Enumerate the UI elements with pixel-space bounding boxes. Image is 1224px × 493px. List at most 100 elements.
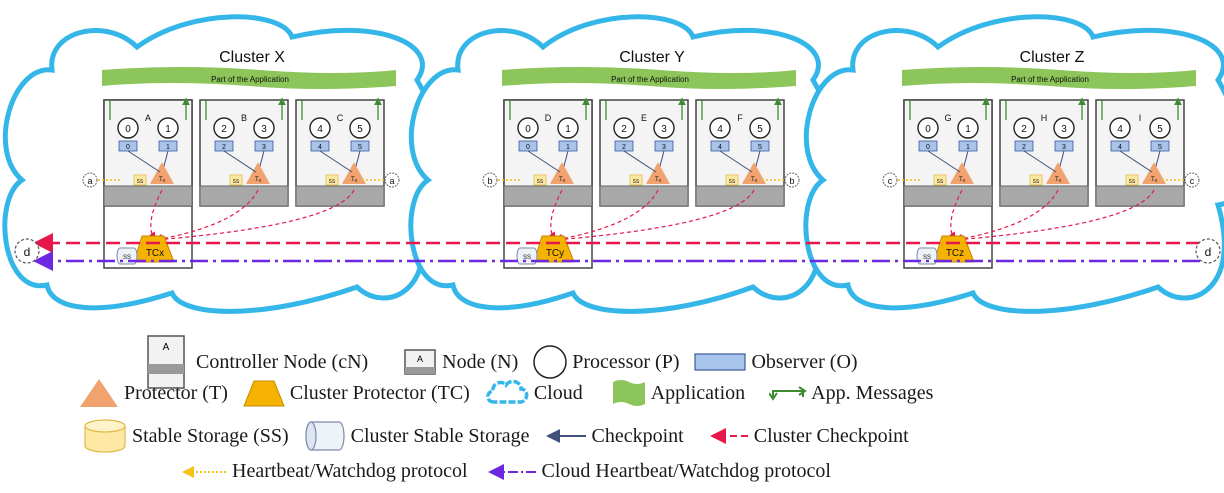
cluster-checkpoint-line [552, 189, 755, 245]
legend-app-messages: App. Messages [769, 382, 933, 405]
cluster-checkpoint-line [952, 189, 1155, 245]
edge-marker [784, 172, 800, 188]
checkpoint-line [927, 150, 961, 173]
edge-label: a [389, 176, 394, 186]
observer-label: 5 [358, 144, 362, 151]
legend-heartbeat: Heartbeat/Watchdog protocol [180, 460, 468, 483]
legend-cluster-checkpoint: Cluster Checkpoint [708, 425, 909, 448]
processor [1149, 117, 1171, 139]
node-rack [1095, 185, 1185, 207]
cluster-protector-label: TCx [146, 248, 164, 259]
legend-cloud-heartbeat: Cloud Heartbeat/Watchdog protocol [486, 460, 831, 483]
edge-label: a [87, 176, 92, 186]
legend-row-1: A Controller Node (cN) A Node (N) Proces… [140, 334, 872, 390]
cluster-title: Cluster Z [1020, 49, 1085, 66]
observer-label: 4 [318, 144, 322, 151]
protector [150, 162, 174, 184]
processor [749, 117, 771, 139]
legend-protector-label: Protector (T) [124, 381, 228, 404]
processor-label: 2 [221, 124, 227, 135]
cluster-stable-storage [916, 247, 938, 265]
cluster-stable-storage-label: SS [123, 255, 131, 261]
checkpoint-line [719, 150, 753, 173]
protector-label: Tₐ [655, 177, 662, 183]
protector-label: Tₐ [159, 177, 166, 183]
stable-storage [229, 174, 243, 186]
protector-label: Tₐ [1151, 177, 1158, 183]
cluster-checkpoint-line [152, 189, 259, 244]
legend-cluster-stable-storage-label: Cluster Stable Storage [350, 424, 530, 447]
stable-storage [933, 174, 947, 186]
legend-node: A Node (N) [402, 347, 518, 377]
stable-storage [725, 174, 739, 186]
node-rack [903, 185, 993, 207]
stable-storage [325, 174, 339, 186]
checkpoint-line [1059, 150, 1065, 167]
observer-label: 5 [1158, 144, 1162, 151]
observer-label: 1 [966, 144, 970, 151]
processor [709, 117, 731, 139]
app-messages-icon [769, 386, 807, 401]
cluster-protector-icon [243, 380, 285, 407]
cluster-stable-storage-icon [305, 421, 345, 451]
checkpoint-line [1155, 150, 1161, 167]
checkpoint-line [563, 150, 569, 167]
protector [646, 162, 670, 184]
legend-cluster-checkpoint-label: Cluster Checkpoint [753, 424, 909, 447]
processor-label: 4 [317, 124, 323, 135]
legend-row-3: Stable Storage (SS) Cluster Stable Stora… [82, 418, 923, 454]
svg-text:A: A [417, 354, 423, 364]
app-message-arrow [205, 100, 282, 120]
processor-label: 4 [717, 124, 723, 135]
processor-label: 4 [1117, 124, 1123, 135]
edge-label: c [1190, 176, 1195, 186]
observer-label: 0 [926, 144, 930, 151]
node-rack [999, 185, 1089, 207]
app-message-arrow [1005, 100, 1082, 120]
observer-label: 0 [526, 144, 530, 151]
processor [517, 117, 539, 139]
stable-storage-label: SS [1129, 179, 1136, 185]
protector-label: Tₐ [559, 177, 566, 183]
processor-icon [533, 345, 568, 379]
protector-label: Tₐ [351, 177, 358, 183]
cluster-checkpoint-line [952, 189, 1059, 244]
application-label: Part of the Application [611, 75, 689, 84]
processor-label: 0 [125, 124, 131, 135]
processor-label: 1 [565, 124, 571, 135]
cloud-heartbeat-arrow-icon [487, 463, 536, 480]
protector-label: Tₐ [255, 177, 262, 183]
protector [246, 162, 270, 184]
processor-label: 5 [357, 124, 363, 135]
legend-app-messages-label: App. Messages [811, 381, 934, 404]
checkpoint-line [963, 150, 969, 167]
node-rack [503, 185, 593, 207]
stable-storage-label: SS [233, 179, 240, 185]
cluster-protector-label: TCy [546, 248, 564, 259]
legend-cluster-protector-label: Cluster Protector (TC) [289, 381, 470, 404]
observer-label: 4 [1118, 144, 1122, 151]
stable-storage-label: SS [329, 179, 336, 185]
legend-processor-label: Processor (P) [572, 350, 680, 373]
cluster-stable-storage-label: SS [523, 255, 531, 261]
edge-marker [882, 172, 898, 188]
cluster-stable-storage-label: SS [923, 255, 931, 261]
cloud-icon [485, 379, 529, 404]
checkpoint-arrow-icon [545, 429, 586, 443]
processor-label: 2 [1021, 124, 1027, 135]
legend-checkpoint: Checkpoint [544, 425, 684, 448]
checkpoint-line [223, 150, 257, 173]
processor-label: 2 [621, 124, 627, 135]
legend-application: Application [611, 378, 745, 408]
app-message-arrow [701, 100, 778, 120]
outer-marker [1195, 238, 1221, 264]
application-band [102, 67, 396, 89]
edge-marker [82, 172, 98, 188]
legend-stable-storage: Stable Storage (SS) [82, 418, 289, 454]
legend-controller-node-label: Controller Node (cN) [196, 350, 369, 373]
processor [117, 117, 139, 139]
processor [253, 117, 275, 139]
checkpoint-line [527, 150, 561, 173]
